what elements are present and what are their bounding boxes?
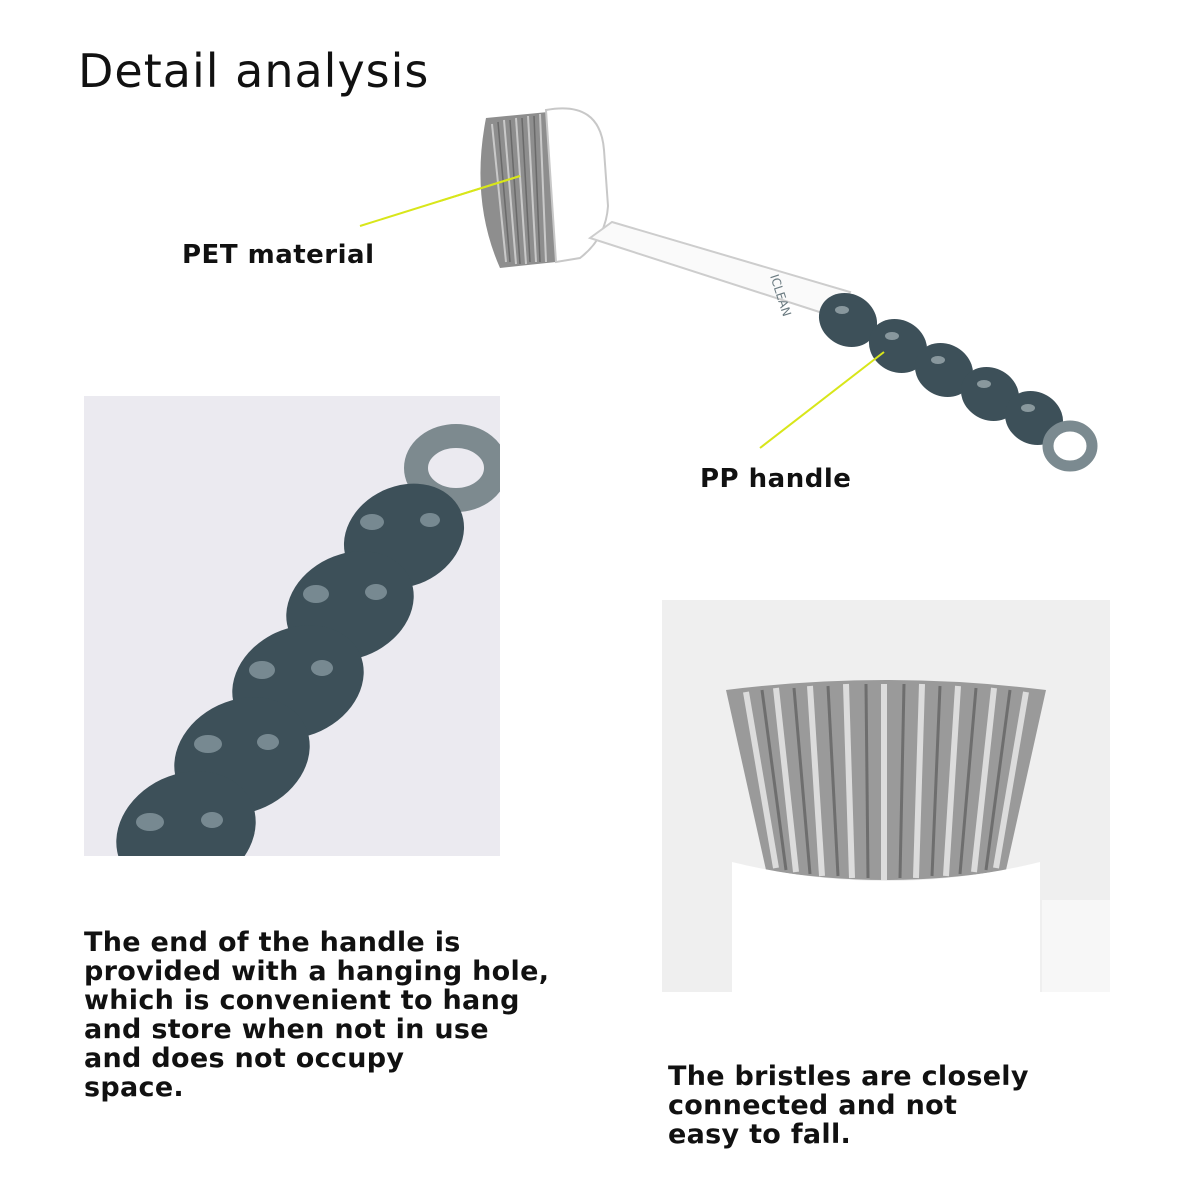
pet-material-label: PET material (182, 240, 375, 270)
hanging-hole-hook (1042, 420, 1098, 472)
bristle-closeup-illustration (662, 600, 1110, 992)
bristle-description-line: easy to fall. (668, 1119, 852, 1150)
page-title: Detail analysis (78, 44, 430, 98)
handle-beads (818, 292, 1064, 446)
bristle-description-line: The bristles are closely (668, 1061, 1029, 1092)
brush-product-image: ICLEAN (440, 107, 1098, 472)
handle-description-line: The end of the handle is (84, 927, 461, 958)
pp-handle-label: PP handle (700, 464, 852, 494)
handle-description-line: which is convenient to hang (84, 985, 520, 1016)
closeup-hook (404, 424, 500, 512)
handle-description: The end of the handle is provided with a… (84, 928, 549, 1102)
bristle-description: The bristles are closely connected and n… (668, 1062, 1029, 1149)
handle-description-line: and does not occupy (84, 1043, 405, 1074)
brush-stem (587, 220, 852, 320)
brush-head (544, 107, 610, 264)
handle-description-line: space. (84, 1072, 184, 1103)
bristle-description-line: connected and not (668, 1090, 958, 1121)
bristle-closeup-photo (662, 600, 1110, 992)
handle-description-line: and store when not in use (84, 1014, 489, 1045)
pet-leader-line-left (359, 175, 521, 227)
handle-closeup-illustration (116, 424, 500, 856)
handle-description-line: provided with a hanging hole, (84, 956, 550, 987)
brush-bristles (480, 112, 556, 268)
handle-closeup-photo (84, 396, 500, 856)
pp-leader-line (759, 351, 885, 449)
